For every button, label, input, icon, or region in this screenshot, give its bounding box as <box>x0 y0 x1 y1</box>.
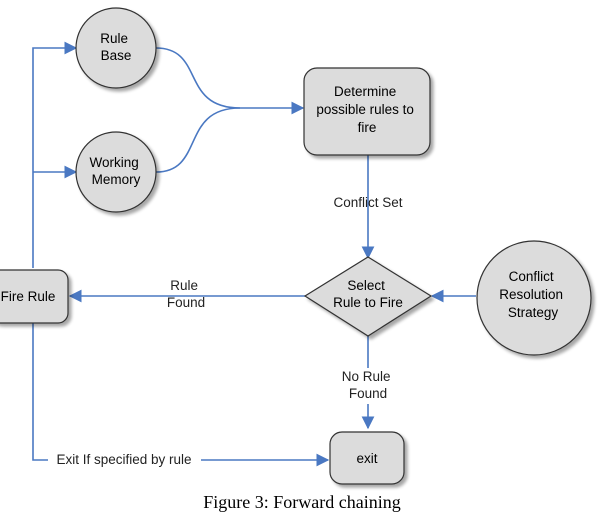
edges <box>32 41 476 467</box>
edge-label-bg <box>48 452 201 468</box>
node-fire-rule <box>0 269 69 324</box>
node-label-fire-rule: Fire Rule <box>1 289 56 304</box>
edge-fire-rule-to-exit <box>32 323 330 467</box>
node-label-rule-base: Rule Base <box>100 31 132 63</box>
nodes <box>0 7 592 485</box>
edge-working-memory-to-determine <box>155 107 241 173</box>
node-conflict-resolution <box>476 240 592 356</box>
edge-rule-base-to-determine <box>155 47 305 115</box>
edge-label-exit-if: Exit If specified by rule <box>56 452 191 467</box>
figure-caption: Figure 3: Forward chaining <box>203 492 401 512</box>
node-working-memory <box>75 131 157 213</box>
node-select <box>303 256 433 337</box>
node-label-working-memory: Working Memory <box>89 155 142 187</box>
node-exit <box>329 431 405 485</box>
node-rule-base <box>75 7 157 89</box>
node-label-select: Select Rule to Fire <box>333 278 403 310</box>
node-label-exit: exit <box>356 451 377 466</box>
edge-label-no-rule-found: No Rule Found <box>342 369 395 401</box>
edge-fire-to-rule-base <box>32 41 78 268</box>
edge-label-conflict-set: Conflict Set <box>333 195 402 210</box>
edge-label-rule-found: Rule Found <box>167 278 205 310</box>
node-determine <box>303 67 431 156</box>
node-label-conflict-resolution: Conflict Resolution Strategy <box>499 269 567 320</box>
node-label-determine: Determine possible rules to fire <box>316 84 417 135</box>
node-labels: Rule Base Working Memory Determine possi… <box>1 31 567 466</box>
edge-labels: Conflict Set Rule Found No Rule Found Ex… <box>48 195 422 468</box>
edge-label-bg <box>314 368 422 404</box>
